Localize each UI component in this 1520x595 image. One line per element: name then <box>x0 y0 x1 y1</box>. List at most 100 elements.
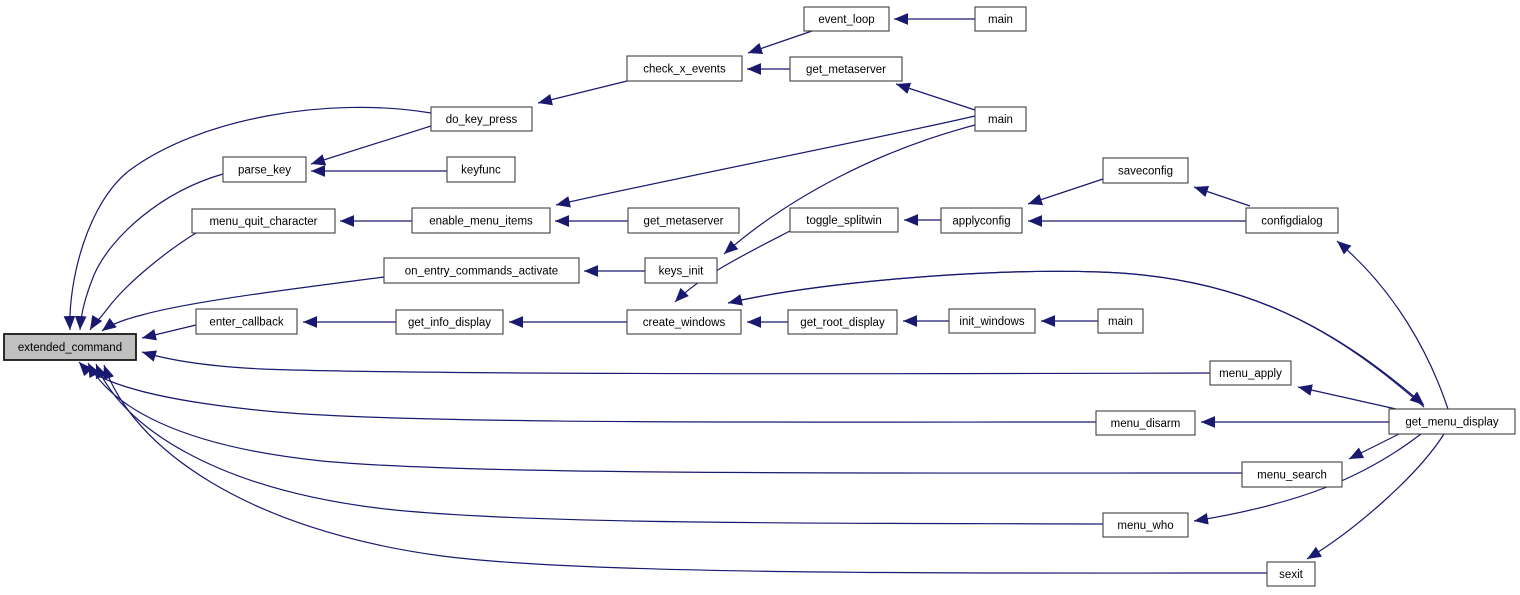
edge-menu_who-to-extended_command <box>95 363 1104 525</box>
node-label-on_entry_commands_activate: on_entry_commands_activate <box>405 266 558 278</box>
edge-get_menu_display-to-configdialog <box>1336 240 1449 410</box>
node-box-enter_callback[interactable] <box>195 308 298 335</box>
node-box-get_info_display[interactable] <box>395 309 504 335</box>
node-saveconfig[interactable]: saveconfig <box>1102 157 1189 184</box>
node-label-do_key_press: do_key_press <box>446 114 518 126</box>
node-label-extended_command: extended_command <box>18 342 122 354</box>
node-label-get_metaserver_1: get_metaserver <box>806 64 886 76</box>
node-label-keyfunc: keyfunc <box>461 165 501 177</box>
node-label-toggle_splitwin: toggle_splitwin <box>806 215 881 227</box>
node-label-create_windows: create_windows <box>643 317 726 329</box>
node-box-parse_key[interactable] <box>222 156 307 183</box>
node-menu_quit_character[interactable]: menu_quit_character <box>191 208 336 234</box>
node-menu_disarm[interactable]: menu_disarm <box>1095 410 1196 436</box>
edge-get_menu_display-to-menu_apply <box>1297 384 1397 410</box>
node-box-sexit[interactable] <box>1266 561 1316 587</box>
node-box-main_1[interactable] <box>974 6 1027 32</box>
node-label-menu_search: menu_search <box>1257 470 1327 482</box>
edge-get_menu_display-to-create_windows <box>727 270 1425 408</box>
node-label-check_x_events: check_x_events <box>643 64 726 76</box>
edge-do_key_press-to-parse_key <box>310 125 432 166</box>
node-main_1[interactable]: main <box>974 6 1027 32</box>
node-box-main_2[interactable] <box>974 106 1027 132</box>
node-get_info_display[interactable]: get_info_display <box>395 309 504 335</box>
node-box-menu_quit_character[interactable] <box>191 208 336 234</box>
node-box-applyconfig[interactable] <box>940 207 1023 234</box>
node-box-saveconfig[interactable] <box>1102 157 1189 184</box>
edge-check_x_events-to-do_key_press <box>537 80 628 106</box>
node-box-menu_apply[interactable] <box>1209 360 1292 386</box>
node-menu_search[interactable]: menu_search <box>1241 461 1343 488</box>
node-box-keys_init[interactable] <box>644 257 718 284</box>
node-label-saveconfig: saveconfig <box>1118 166 1173 178</box>
node-main_3[interactable]: main <box>1097 308 1144 334</box>
node-box-get_metaserver_1[interactable] <box>789 56 903 82</box>
node-get_root_display[interactable]: get_root_display <box>787 309 898 335</box>
node-box-keyfunc[interactable] <box>446 156 516 183</box>
node-box-toggle_splitwin[interactable] <box>789 207 899 233</box>
node-parse_key[interactable]: parse_key <box>222 156 307 183</box>
edge-main_2-to-enable_menu_items <box>555 115 976 208</box>
node-menu_who[interactable]: menu_who <box>1102 512 1189 538</box>
node-box-menu_who[interactable] <box>1102 512 1189 538</box>
node-box-event_loop[interactable] <box>803 6 890 32</box>
node-create_windows[interactable]: create_windows <box>626 309 742 335</box>
edge-get_menu_display-to-sexit <box>1306 433 1445 560</box>
edge-parse_key-to-extended_command <box>74 173 224 331</box>
node-enable_menu_items[interactable]: enable_menu_items <box>411 207 551 234</box>
node-label-main_3: main <box>1108 316 1133 328</box>
node-applyconfig[interactable]: applyconfig <box>940 207 1023 234</box>
node-menu_apply[interactable]: menu_apply <box>1209 360 1292 386</box>
node-keyfunc[interactable]: keyfunc <box>446 156 516 183</box>
edge-enter_callback-to-extended_command <box>141 324 197 341</box>
edge-main_2-to-keys_init <box>723 124 976 255</box>
node-box-get_menu_display[interactable] <box>1388 408 1516 435</box>
node-on_entry_commands_activate[interactable]: on_entry_commands_activate <box>383 257 580 284</box>
node-get_menu_display[interactable]: get_menu_display <box>1388 408 1516 435</box>
node-box-check_x_events[interactable] <box>626 55 743 82</box>
node-label-menu_disarm: menu_disarm <box>1111 418 1181 430</box>
node-init_windows[interactable]: init_windows <box>948 308 1036 334</box>
node-box-menu_disarm[interactable] <box>1095 410 1196 436</box>
node-box-do_key_press[interactable] <box>430 106 533 132</box>
node-label-init_windows: init_windows <box>959 316 1024 328</box>
edge-get_menu_display-to-menu_search <box>1348 433 1400 460</box>
node-box-configdialog[interactable] <box>1245 207 1339 234</box>
node-box-on_entry_commands_activate[interactable] <box>383 257 580 284</box>
node-extended_command[interactable]: extended_command <box>3 333 137 361</box>
edge-on_entry_commands_activate-to-extended_command <box>101 276 385 332</box>
node-do_key_press[interactable]: do_key_press <box>430 106 533 132</box>
node-box-get_root_display[interactable] <box>787 309 898 335</box>
node-label-enable_menu_items: enable_menu_items <box>429 216 533 228</box>
node-configdialog[interactable]: configdialog <box>1245 207 1339 234</box>
node-box-create_windows[interactable] <box>626 309 742 335</box>
edge-main_2-to-get_metaserver_1 <box>895 82 976 111</box>
edge-event_loop-to-check_x_events <box>747 30 813 54</box>
edge-toggle_splitwin-to-create_windows <box>674 230 791 303</box>
node-main_2[interactable]: main <box>974 106 1027 132</box>
node-get_metaserver_1[interactable]: get_metaserver <box>789 56 903 82</box>
node-label-get_menu_display: get_menu_display <box>1405 417 1499 429</box>
node-toggle_splitwin[interactable]: toggle_splitwin <box>789 207 899 233</box>
node-box-enable_menu_items[interactable] <box>411 207 551 234</box>
node-event_loop[interactable]: event_loop <box>803 6 890 32</box>
node-box-menu_search[interactable] <box>1241 461 1343 488</box>
node-box-main_3[interactable] <box>1097 308 1144 334</box>
node-box-get_metaserver_2[interactable] <box>627 207 740 234</box>
node-label-get_info_display: get_info_display <box>408 317 491 329</box>
edge-menu_disarm-to-extended_command <box>78 361 1097 423</box>
edge-menu_search-to-extended_command <box>87 362 1243 474</box>
node-label-parse_key: parse_key <box>238 165 291 177</box>
edge-menu_apply-to-extended_command <box>141 350 1211 375</box>
node-keys_init[interactable]: keys_init <box>644 257 718 284</box>
node-get_metaserver_2[interactable]: get_metaserver <box>627 207 740 234</box>
node-box-extended_command[interactable] <box>3 333 137 361</box>
node-box-init_windows[interactable] <box>948 308 1036 334</box>
node-enter_callback[interactable]: enter_callback <box>195 308 298 335</box>
node-sexit[interactable]: sexit <box>1266 561 1316 587</box>
node-label-sexit: sexit <box>1279 569 1303 581</box>
node-check_x_events[interactable]: check_x_events <box>626 55 743 82</box>
edge-menu_quit_character-to-extended_command <box>89 232 197 331</box>
node-label-get_root_display: get_root_display <box>800 317 885 329</box>
